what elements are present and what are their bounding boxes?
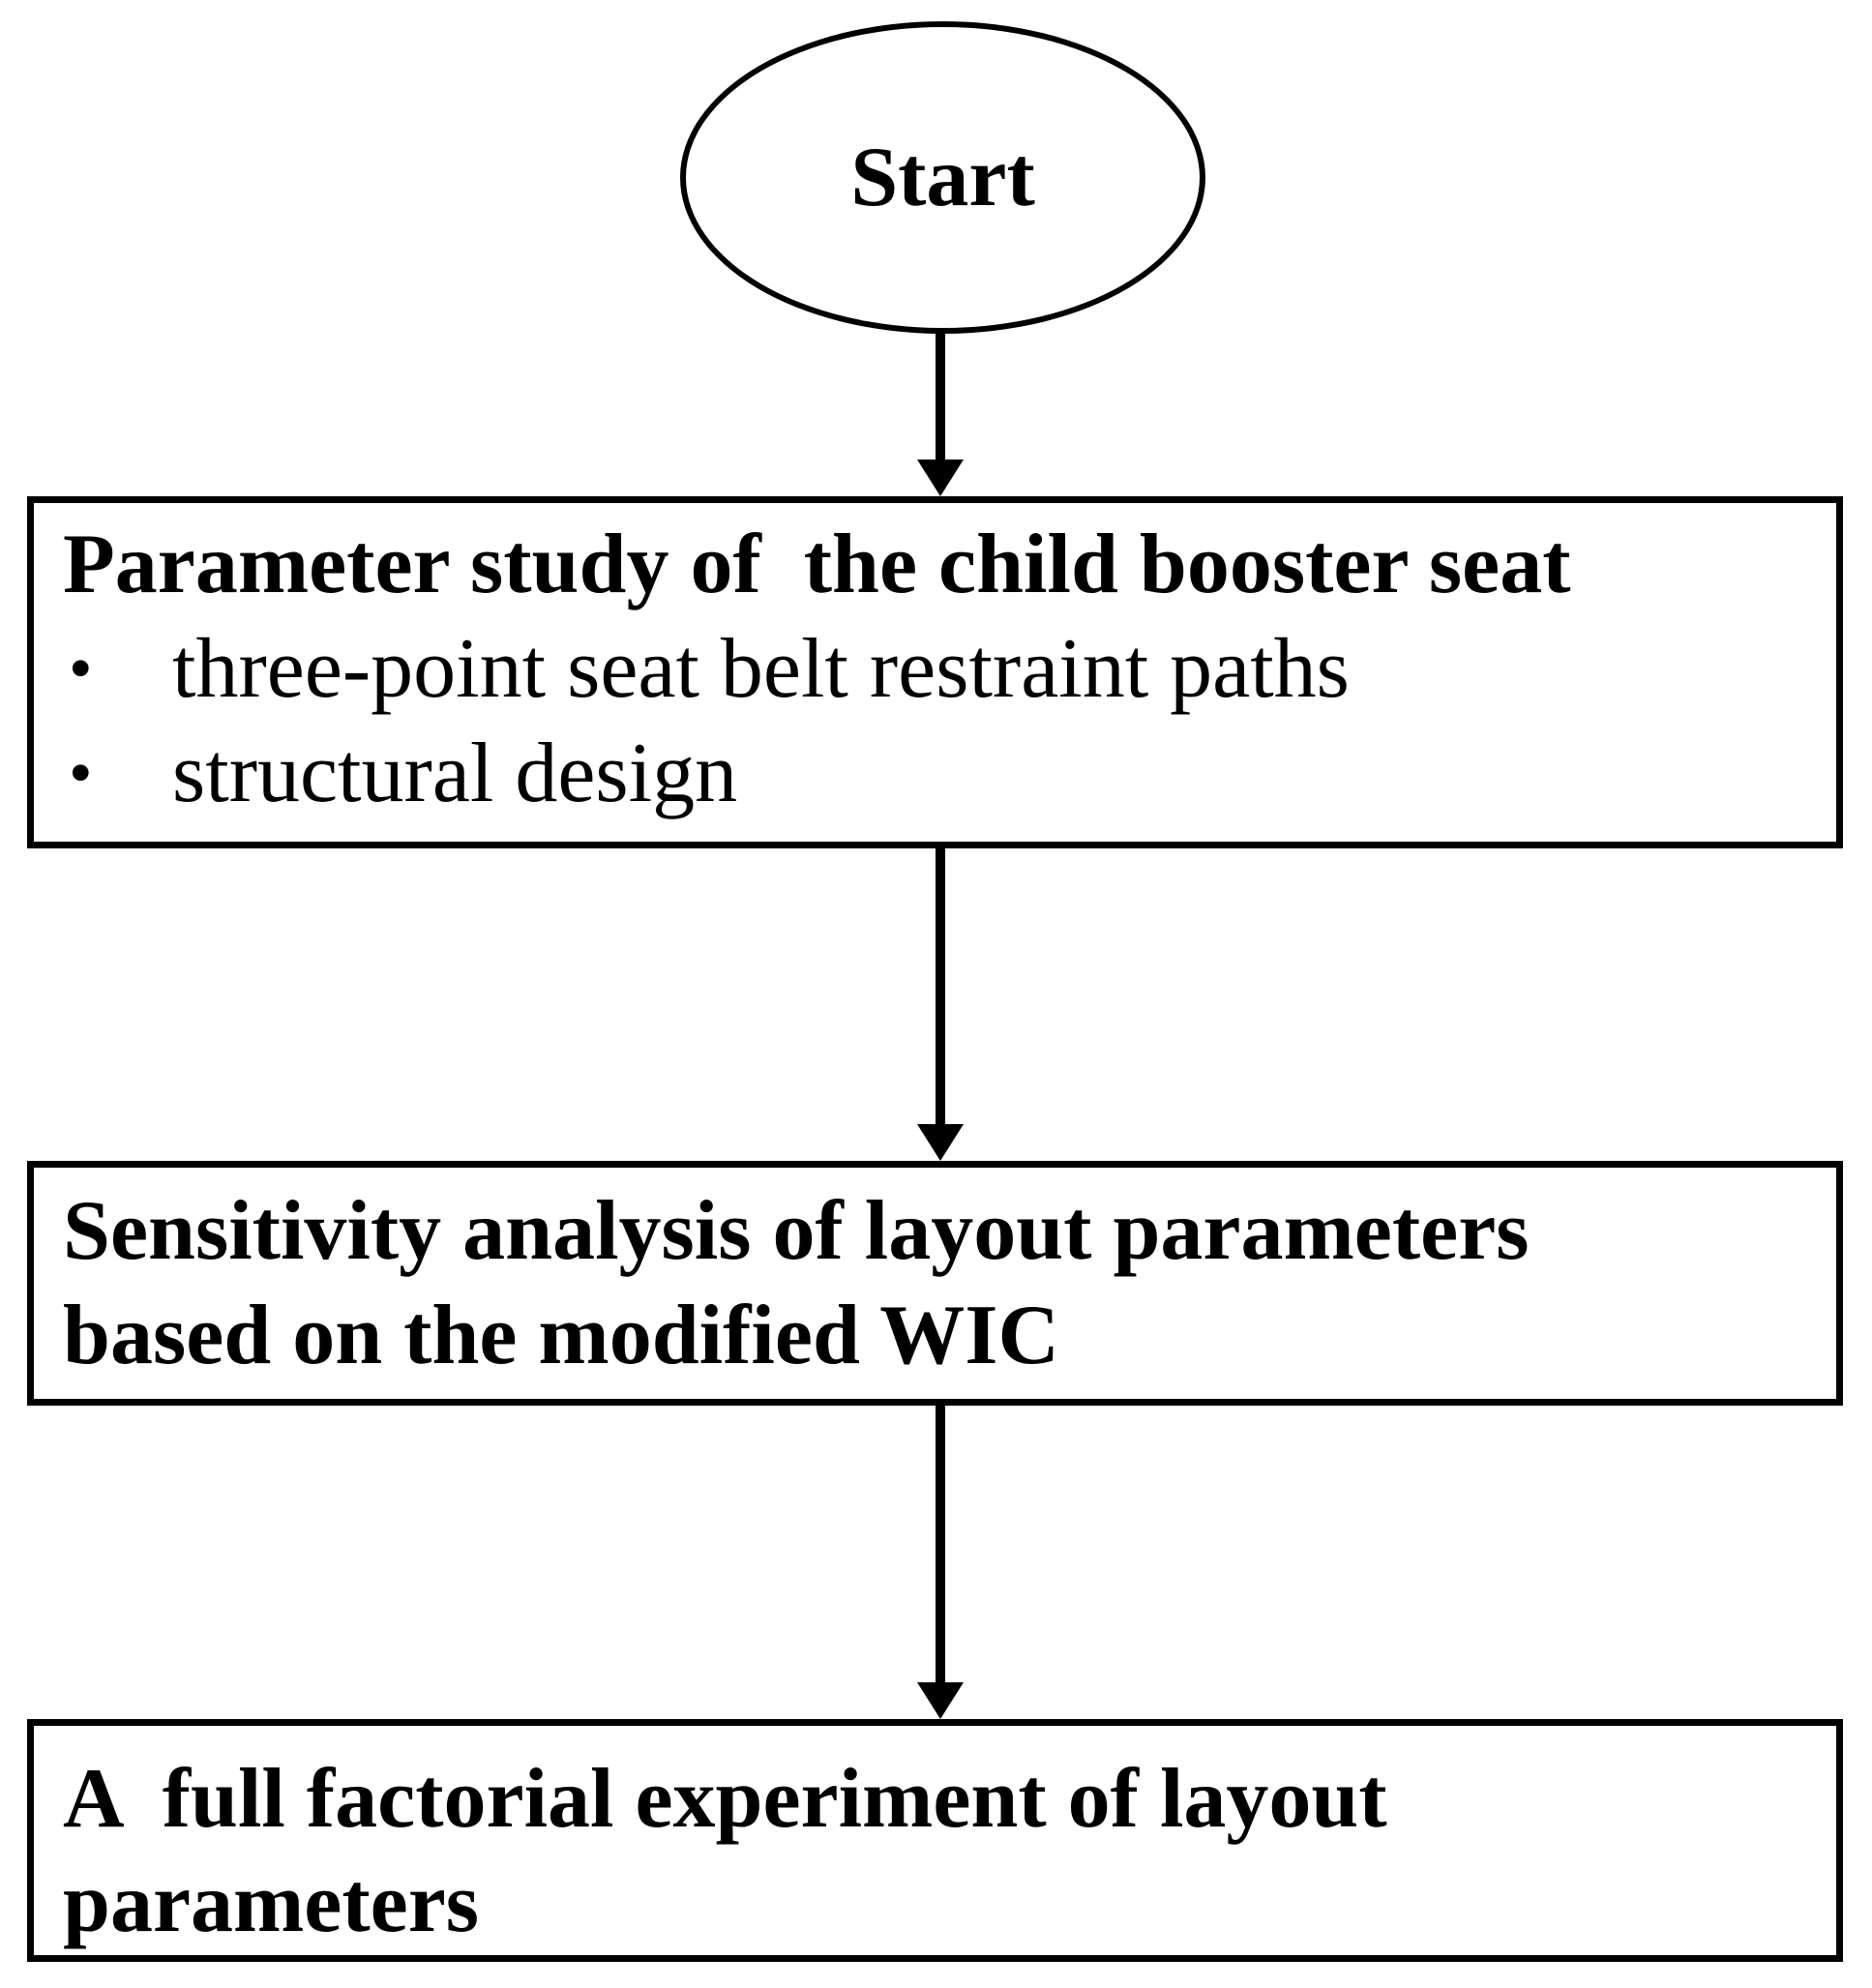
bullet-marker-icon: • bbox=[69, 632, 93, 706]
arrow-line-box1-to-box2 bbox=[936, 846, 945, 1127]
bullet-item-restraint-paths: • three-point seat belt restraint paths bbox=[63, 617, 1827, 722]
box3-text-line: parameters bbox=[63, 1856, 480, 1950]
bullet-marker-icon: • bbox=[69, 736, 93, 811]
process-box-parameter-study: Parameter study of the child booster sea… bbox=[27, 496, 1843, 848]
start-label: Start bbox=[850, 131, 1035, 224]
bullet-text: structural design bbox=[172, 727, 738, 820]
process-box-full-factorial-experiment: A full factorial experiment of layout pa… bbox=[27, 1719, 1843, 1962]
arrow-line-start-to-box1 bbox=[936, 333, 945, 462]
bullet-text: three-point seat belt restraint paths bbox=[172, 622, 1350, 716]
start-node: Start bbox=[680, 21, 1205, 334]
bullet-item-structural-design: • structural design bbox=[63, 722, 1827, 826]
process-box-sensitivity-analysis: Sensitivity analysis of layout parameter… bbox=[27, 1161, 1843, 1406]
box2-text-line: based on the modified WIC bbox=[63, 1289, 1060, 1382]
arrow-down-icon bbox=[917, 1682, 964, 1719]
arrow-down-icon bbox=[917, 1124, 964, 1161]
arrow-down-icon bbox=[917, 460, 964, 496]
box1-title: Parameter study of the child booster sea… bbox=[63, 518, 1571, 611]
box3-text-line: A full factorial experiment of layout bbox=[63, 1752, 1387, 1846]
arrow-line-box2-to-box3 bbox=[936, 1403, 945, 1685]
box2-text-line: Sensitivity analysis of layout parameter… bbox=[63, 1184, 1530, 1278]
